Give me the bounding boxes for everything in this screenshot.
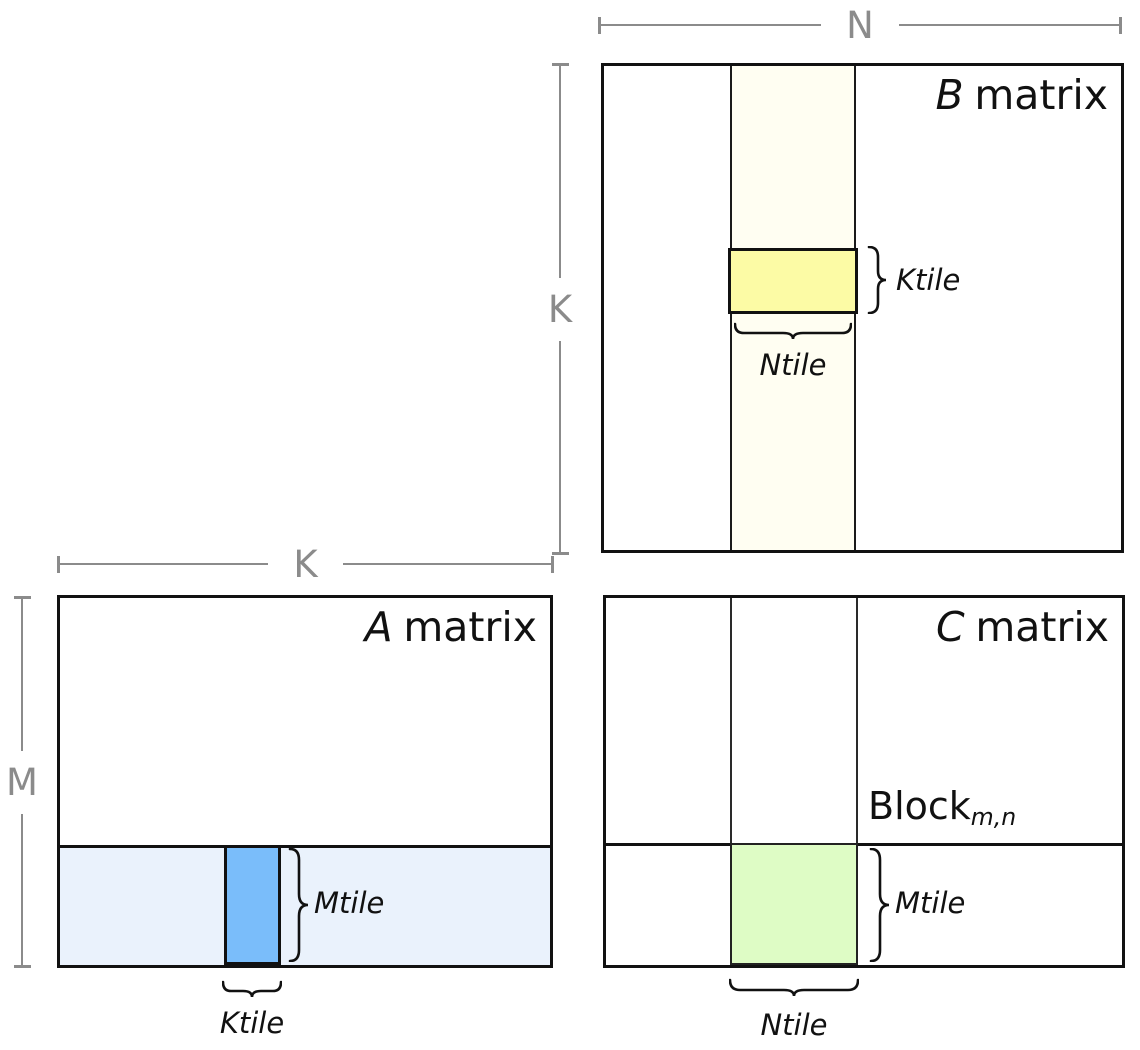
dimension-m-line-top [20,599,24,751]
dimension-k-horizontal: K [57,542,555,586]
dimension-k-horizontal-line-right [342,562,552,566]
c-block-mn-subscript: m,n [970,802,1017,831]
a-mtile-brace [288,848,309,962]
dimension-m: M [4,596,40,968]
a-ktile-label: Ktile [219,1006,285,1040]
dimension-k-vertical-line-top [558,66,562,278]
matrix-a-title-letter: A [364,603,393,651]
dimension-k-horizontal-right-tick [551,555,555,573]
dimension-k-vertical-bottom-tick [551,552,569,555]
dimension-m-top-tick [13,596,31,599]
matrix-a-title-word: matrix [403,603,537,651]
a-mtile-block [224,845,281,965]
b-ktile-block [728,248,858,314]
b-ktile-brace [867,246,887,314]
matrix-b-title-letter: B [935,71,964,119]
dimension-k-horizontal-label: K [293,542,318,586]
c-result-block [730,843,858,965]
a-ktile-underbrace [222,980,282,998]
dimension-n-line-right [898,23,1119,27]
dimension-n-line-left [601,23,822,27]
matrix-c-title-letter: C [936,603,965,651]
matrix-c-title-word: matrix [975,603,1109,651]
dimension-k-vertical-label: K [547,287,573,331]
b-ntile-underbrace [734,322,852,340]
c-ntile-underbrace [729,978,859,997]
c-row-divider [606,843,1122,846]
dimension-k-horizontal-left-tick [57,555,60,573]
c-ntile-label: Ntile [760,1008,828,1042]
matrix-b-title-word: matrix [974,71,1108,119]
c-block-mn-label: Blockm,n [868,784,1017,831]
dimension-k-horizontal-line-left [60,562,269,566]
c-column-line-right [856,598,858,965]
dimension-n: N [598,3,1122,47]
dimension-n-right-tick [1119,16,1122,34]
c-mtile-label: Mtile [895,886,966,920]
dimension-m-label: M [6,760,38,804]
dimension-n-left-tick [598,16,601,34]
c-block-mn-text: Block [868,784,971,828]
dimension-k-vertical: K [542,63,578,555]
dimension-k-vertical-line-bottom [558,340,562,552]
c-column-line-left [730,598,732,965]
dimension-m-line-bottom [20,813,24,965]
b-ntile-label: Ntile [759,348,827,382]
a-mtile-label: Mtile [314,886,385,920]
dimension-m-bottom-tick [13,965,31,968]
c-mtile-brace [869,848,890,962]
dimension-k-vertical-top-tick [551,63,569,66]
dimension-n-label: N [846,3,874,47]
b-ktile-label: Ktile [896,263,961,297]
